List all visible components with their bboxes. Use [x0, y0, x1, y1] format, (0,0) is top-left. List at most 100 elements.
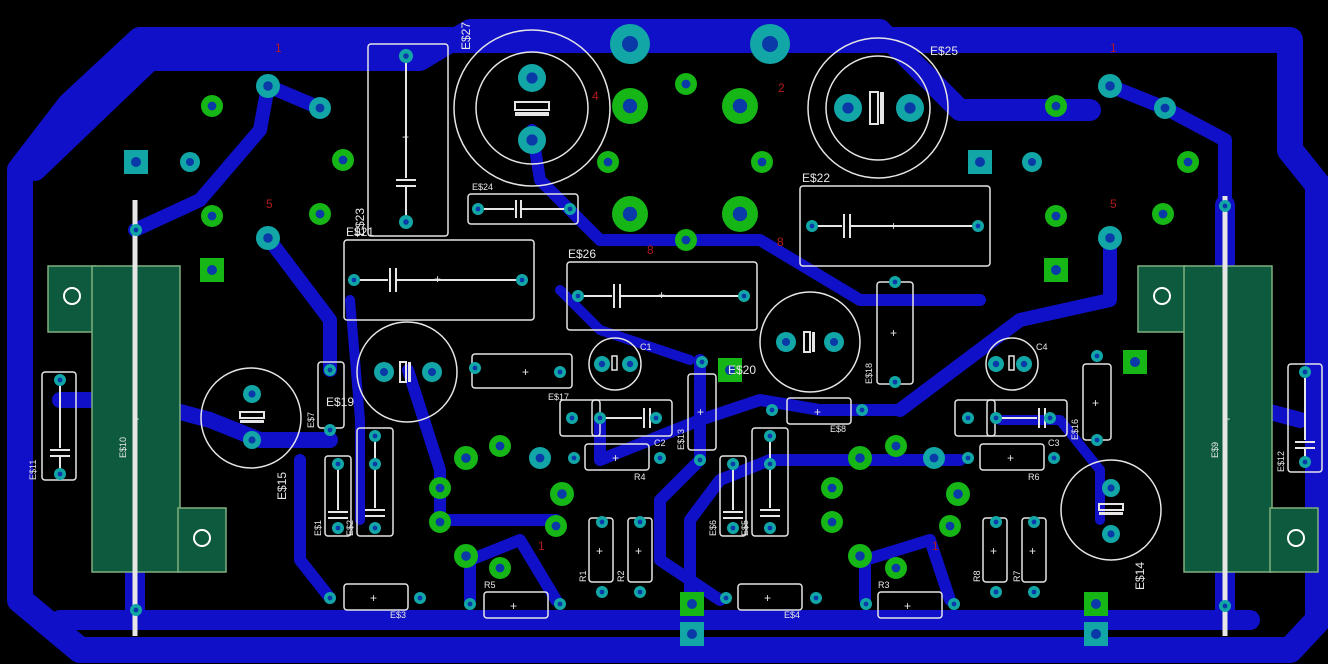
cap-c3-outline — [986, 399, 1068, 437]
pad-hole — [732, 98, 748, 114]
svg-text:+: + — [635, 544, 642, 558]
trace-center-5 — [294, 454, 336, 604]
label-e2: E$2 — [345, 520, 355, 536]
res-r4-outline — [584, 443, 650, 471]
svg-text:+: + — [510, 599, 517, 613]
pad-hole — [732, 206, 748, 222]
pad-hole — [1091, 599, 1101, 609]
pad-hole — [526, 72, 538, 84]
label-r4: R4 — [634, 472, 646, 482]
cap-e15-outline — [200, 367, 302, 469]
pad-hole — [1094, 437, 1100, 443]
cap-c1-outline — [588, 337, 642, 391]
pad-hole — [1222, 203, 1228, 209]
pad-hole — [535, 453, 545, 463]
pad-hole — [1302, 459, 1308, 465]
pin-label: 5 — [266, 197, 273, 211]
pad-hole — [863, 601, 869, 607]
pad-hole — [762, 36, 778, 52]
cap-e26-outline — [566, 261, 758, 331]
svg-text:+: + — [814, 405, 821, 419]
pad-hole — [929, 453, 939, 463]
cap-e5-outline — [751, 427, 789, 537]
pin-label: 1 — [538, 539, 545, 553]
pad-hole — [953, 489, 963, 499]
label-e3: E$3 — [390, 610, 406, 620]
pad-hole — [830, 338, 838, 346]
pin-label: 2 — [778, 81, 785, 95]
cap-e24-outline — [467, 193, 579, 225]
trace-center-7 — [859, 534, 956, 606]
label-e14: E$14 — [1133, 562, 1147, 590]
pad-hole — [599, 589, 605, 595]
pad-hole — [603, 157, 613, 167]
pad-hole — [133, 607, 139, 613]
pad-hole — [813, 595, 819, 601]
pad-hole — [372, 461, 378, 467]
pad-hole — [551, 521, 561, 531]
cap-c4-outline — [985, 337, 1039, 391]
label-e6: E$6 — [708, 520, 718, 536]
pin-label: 8 — [777, 235, 784, 249]
pad-hole — [965, 455, 971, 461]
svg-text:+: + — [1223, 412, 1230, 426]
label-r1: R1 — [578, 570, 588, 582]
pad-hole — [626, 360, 634, 368]
pad-hole — [327, 595, 333, 601]
svg-text:+: + — [764, 591, 771, 605]
pad-hole — [571, 455, 577, 461]
pad-hole — [1302, 369, 1308, 375]
res-r6-outline — [979, 443, 1045, 471]
label-e5: E$5 — [740, 520, 750, 536]
svg-text:+: + — [1029, 544, 1036, 558]
pad-hole — [569, 415, 575, 421]
pad-hole — [526, 134, 538, 146]
cap-e22-outline — [799, 185, 991, 267]
res-r5-outline — [483, 591, 549, 619]
pad-hole — [1107, 484, 1115, 492]
svg-text:+: + — [370, 591, 377, 605]
res-e8-outline — [786, 397, 852, 425]
trace-center-4 — [684, 454, 966, 606]
pad-hole — [1183, 157, 1193, 167]
svg-text:+: + — [904, 599, 911, 613]
pin-label: 1 — [275, 41, 282, 55]
label-e16: E$16 — [1070, 419, 1080, 440]
label-r5: R5 — [484, 580, 496, 590]
pad-hole — [891, 441, 901, 451]
label-e11: E$11 — [28, 460, 38, 480]
pads — [54, 24, 1311, 646]
pad-hole — [1051, 211, 1061, 221]
cap-e25-outline — [807, 37, 949, 179]
pad-hole — [767, 461, 773, 467]
svg-text:+: + — [132, 412, 139, 426]
pad-hole — [1094, 353, 1100, 359]
pad-hole — [207, 211, 217, 221]
pad-hole — [435, 483, 445, 493]
pad-hole — [435, 517, 445, 527]
label-e10: E$10 — [118, 437, 128, 458]
pad-hole — [495, 563, 505, 573]
pad-hole — [657, 455, 663, 461]
pad-hole — [403, 219, 409, 225]
trace-top-bus — [24, 19, 1101, 181]
pad-hole — [1020, 360, 1028, 368]
pad-hole — [417, 595, 423, 601]
cap-e12-outline — [1287, 363, 1323, 473]
pad-hole — [975, 223, 981, 229]
label-e1: E$1 — [313, 520, 323, 536]
pad-hole — [637, 519, 643, 525]
pin-label: 8 — [647, 243, 654, 257]
pad-hole — [681, 79, 691, 89]
pin-label: 1 — [932, 539, 939, 553]
pad-hole — [475, 206, 481, 212]
pad-hole — [741, 293, 747, 299]
pad-hole — [327, 427, 333, 433]
label-c1: C1 — [640, 342, 652, 352]
cap-e6-outline — [719, 455, 747, 537]
res-e4-outline — [737, 583, 803, 611]
res-e13-outline — [687, 373, 717, 451]
svg-text:+: + — [1007, 451, 1014, 465]
pad-hole — [697, 457, 703, 463]
pad-hole — [855, 551, 865, 561]
